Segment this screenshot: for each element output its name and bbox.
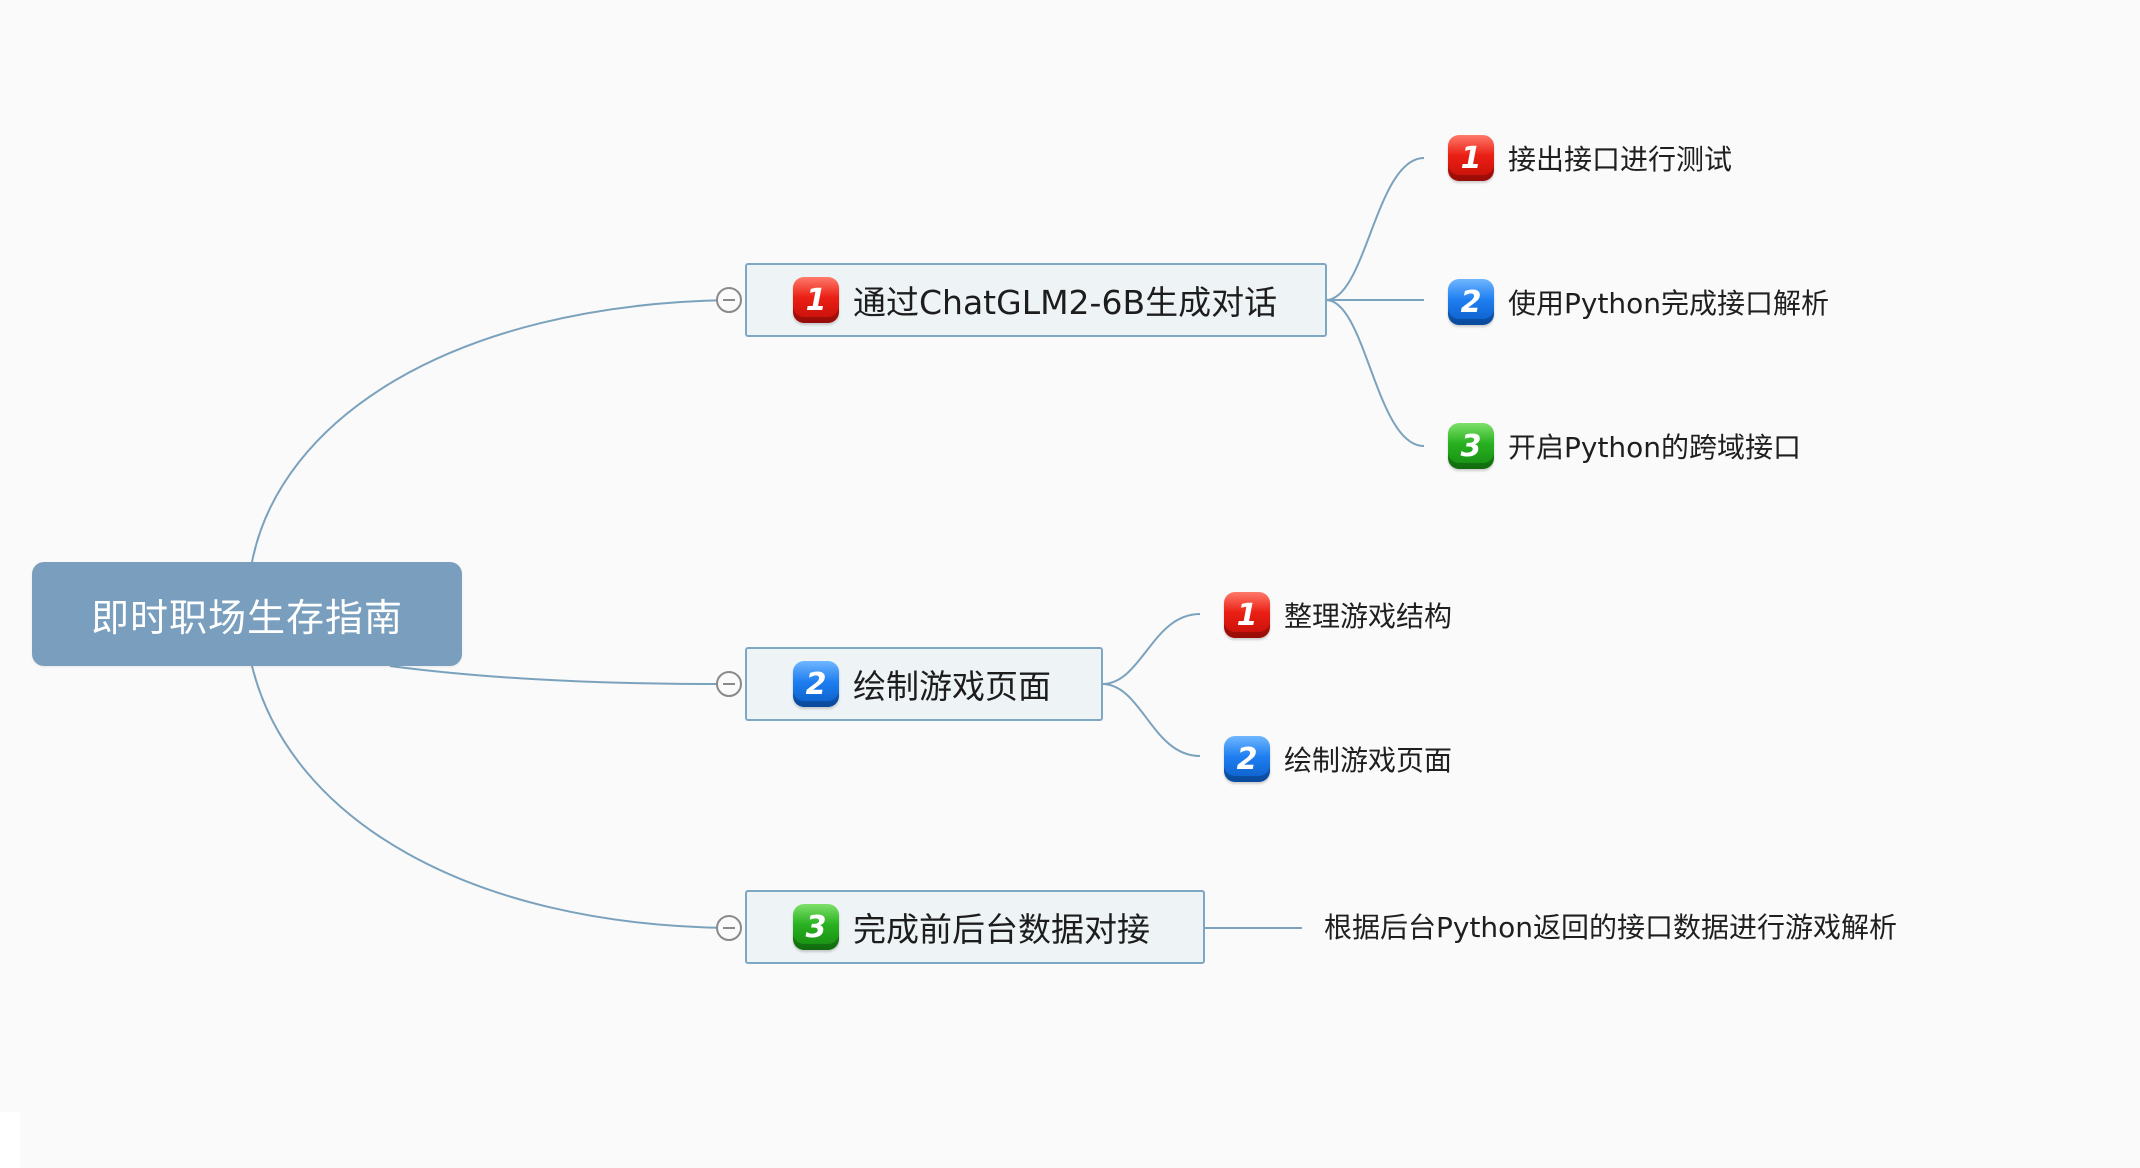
subtopic-1-1[interactable]: 1 接出接口进行测试 [1448,133,1732,183]
priority-3-icon: 3 [1448,423,1494,469]
subtopic-2-1[interactable]: 1 整理游戏结构 [1224,590,1452,640]
window-corner [0,1112,20,1168]
subtopic-label: 开启Python的跨域接口 [1508,431,1802,464]
priority-2-icon: 2 [793,661,839,707]
connector-b2-child-1 [1101,613,1201,685]
collapse-branch-1-minus-circle-icon[interactable] [716,287,742,313]
connector-b2-child-2 [1101,683,1201,757]
connector-root-branch-2 [389,665,730,685]
branch-topic-label: 绘制游戏页面 [853,667,1051,706]
connector-b1-child-3 [1325,299,1425,447]
collapse-branch-3-minus-circle-icon[interactable] [716,915,742,941]
connector-root-branch-1 [251,299,730,563]
branch-topic-label: 完成前后台数据对接 [853,910,1150,949]
subtopic-label: 接出接口进行测试 [1508,143,1733,176]
collapse-branch-2-minus-circle-icon[interactable] [716,671,742,697]
priority-3-icon: 3 [793,904,839,950]
root-topic-label: 即时职场生存指南 [90,595,403,640]
subtopic-1-2[interactable]: 2 使用Python完成接口解析 [1448,277,1829,327]
branch-topic-2[interactable]: 2 绘制游戏页面 [745,647,1103,721]
branch-topic-3[interactable]: 3 完成前后台数据对接 [745,890,1205,964]
subtopic-label: 使用Python完成接口解析 [1508,287,1830,320]
priority-2-icon: 2 [1224,736,1270,782]
priority-1-icon: 1 [793,277,839,323]
branch-topic-1[interactable]: 1 通过ChatGLM2-6B生成对话 [745,263,1327,337]
subtopic-label: 整理游戏结构 [1284,600,1453,633]
subtopic-2-2[interactable]: 2 绘制游戏页面 [1224,734,1452,784]
subtopic-3-note[interactable]: 根据后台Python返回的接口数据进行游戏解析 [1324,911,1898,944]
root-topic[interactable]: 即时职场生存指南 [32,562,462,666]
priority-2-icon: 2 [1448,279,1494,325]
branch-topic-label: 通过ChatGLM2-6B生成对话 [853,283,1278,322]
subtopic-label: 绘制游戏页面 [1284,744,1453,777]
subtopic-1-3[interactable]: 3 开启Python的跨域接口 [1448,421,1801,471]
connector-root-branch-3 [251,665,730,929]
connector-b1-child-1 [1325,157,1425,301]
priority-1-icon: 1 [1448,135,1494,181]
priority-1-icon: 1 [1224,592,1270,638]
